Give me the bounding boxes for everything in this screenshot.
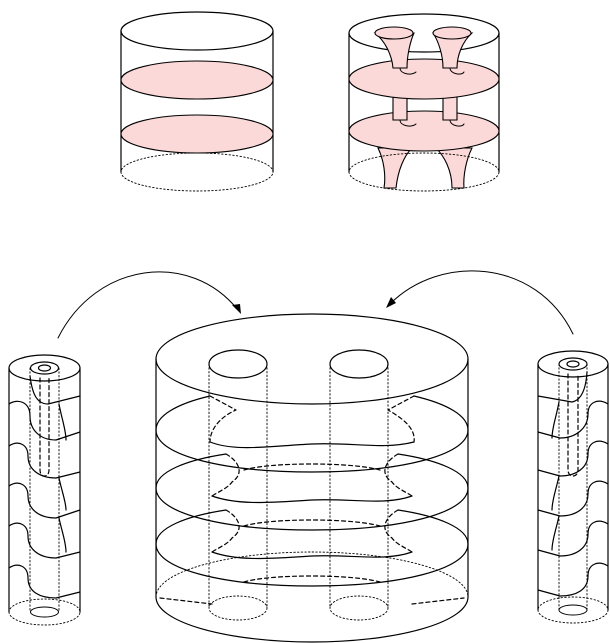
core-ring-inner — [37, 364, 52, 372]
tube-top-rim — [8, 354, 81, 382]
arrowhead-left — [232, 304, 241, 314]
cylinder-top-rim — [155, 313, 469, 405]
tube-bottom-rim — [537, 596, 609, 624]
spiral-sheet-hidden — [243, 463, 381, 471]
cylinder-with-discs-joined-by-tubes — [348, 13, 500, 192]
tube-foot-right — [329, 595, 389, 621]
core-hidden — [39, 377, 50, 477]
helix-turn — [8, 482, 81, 519]
tube-hook — [399, 119, 417, 127]
cylinder-top-rim — [120, 11, 274, 51]
tube-hole-right — [329, 349, 389, 379]
core-bottom — [30, 606, 59, 618]
spiral-sheet-hidden — [159, 575, 465, 605]
cylinder-with-two-discs — [120, 11, 274, 192]
tube-top-rim — [537, 350, 609, 378]
left-helical-tube — [8, 354, 81, 626]
cylinder-top-rim — [348, 13, 500, 53]
spiral-sheet-front — [155, 487, 469, 531]
large-cylinder-with-spiral-sheets — [155, 313, 469, 643]
pink-disc-lower — [348, 110, 500, 152]
tube-funnel-left-mouth — [374, 26, 414, 40]
spiral-sheet-hidden — [211, 509, 413, 553]
cylinder-bottom-rim — [348, 152, 500, 192]
spiral-sheet-sides — [155, 395, 469, 431]
tube-foot-left — [208, 595, 268, 621]
arrowhead-right — [386, 297, 396, 308]
helix-turn — [537, 480, 609, 517]
helix-turn — [8, 400, 81, 441]
spiral-sheet-sides — [155, 453, 469, 489]
spiral-sheet-hidden — [211, 453, 413, 497]
tube-funnel-right-mouth — [432, 26, 472, 40]
tube-mid-right — [442, 95, 458, 121]
core-hidden — [567, 373, 579, 477]
tube-foot-right — [434, 147, 473, 189]
pink-disc-upper — [120, 60, 274, 100]
pink-disc-lower — [120, 114, 274, 154]
spiral-sheet-cut — [211, 551, 413, 560]
helix-turn — [537, 562, 609, 597]
tube-foot-left — [377, 147, 414, 189]
tube-bottom-rim — [8, 598, 81, 626]
helix-turn — [8, 522, 81, 559]
pink-disc-upper — [348, 58, 500, 100]
tube-funnel-left — [373, 32, 415, 69]
spiral-sheet-front — [155, 543, 469, 587]
helix-turn — [537, 440, 609, 477]
helix-turn — [537, 371, 588, 403]
helix-turn — [8, 442, 81, 479]
tube-hook — [449, 67, 465, 75]
helix-turn — [537, 400, 609, 439]
arrow-left-to-center — [57, 271, 239, 339]
arrows — [57, 270, 574, 339]
helix-fold — [58, 403, 67, 553]
tube-hook — [449, 119, 465, 127]
tube-hole-left — [208, 349, 268, 379]
right-helical-tube — [537, 350, 609, 624]
cylinder-bottom-rim-front — [155, 596, 469, 643]
spiral-sheet-cut — [211, 495, 413, 504]
tube-funnel-right — [431, 32, 474, 69]
cylinder-bottom-rim-back — [155, 551, 469, 598]
spiral-sheet-hidden — [209, 395, 415, 443]
spiral-sheet-sides — [155, 509, 469, 545]
tube-mid-left — [392, 95, 408, 121]
spiral-sheet-cut — [209, 441, 415, 449]
spiral-sheet-hidden — [243, 519, 381, 527]
tube-hook — [399, 67, 417, 75]
helix-fold — [551, 401, 560, 551]
core-bottom — [558, 604, 588, 616]
core-ring-outer — [29, 361, 60, 375]
helix-turn — [537, 520, 609, 557]
helix-turn — [29, 375, 81, 405]
helix-turn — [8, 564, 81, 599]
core-ring-outer — [558, 357, 588, 371]
cylinder-bottom-rim — [120, 152, 274, 192]
arrow-right-to-center — [389, 270, 574, 335]
spiral-sheet-front — [155, 429, 469, 473]
core-ring-inner — [566, 360, 580, 368]
